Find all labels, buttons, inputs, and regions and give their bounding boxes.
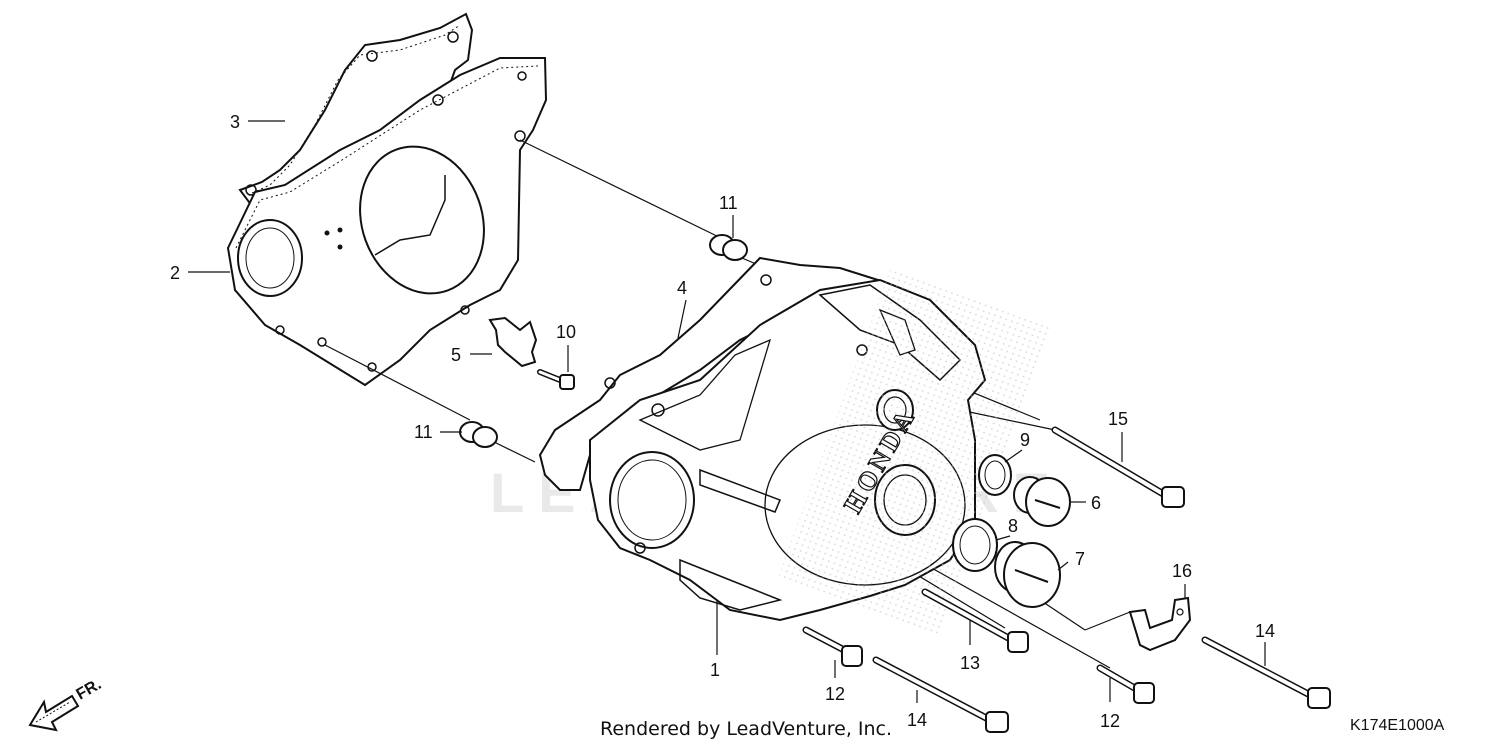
fr-label: FR. (74, 676, 105, 704)
callout-5: 5 (451, 345, 461, 365)
callout-4: 4 (677, 278, 687, 298)
bolt-14-right[interactable] (1201, 636, 1331, 709)
callout-2: 2 (170, 263, 180, 283)
dowel-pin-11-upper[interactable] (709, 234, 748, 261)
leader-lines (188, 120, 1266, 703)
callout-7: 7 (1075, 549, 1085, 569)
clamp-5[interactable] (488, 316, 538, 368)
callout-16: 16 (1172, 561, 1192, 581)
callout-13: 13 (960, 653, 980, 673)
bolt-14-center[interactable] (872, 656, 1009, 733)
cap-7[interactable] (994, 541, 1061, 608)
bracket-16[interactable] (1128, 596, 1192, 652)
callout-15: 15 (1108, 409, 1128, 429)
bolt-10[interactable] (537, 369, 575, 390)
o-ring-9[interactable] (978, 454, 1012, 496)
callout-8: 8 (1008, 516, 1018, 536)
callout-3: 3 (230, 112, 240, 132)
callout-10: 10 (556, 322, 576, 342)
callout-14-right: 14 (1255, 621, 1275, 641)
diagram-code: K174E1000A (1350, 717, 1445, 734)
cap-6[interactable] (1013, 476, 1071, 527)
dowel-pin-11-lower[interactable] (459, 421, 498, 448)
bolt-12-right[interactable] (1096, 664, 1155, 704)
callout-11-upper: 11 (719, 193, 738, 213)
bolt-12-left[interactable] (802, 626, 863, 667)
callout-12-left: 12 (825, 684, 845, 704)
callout-11-lower: 11 (414, 422, 433, 442)
front-direction-arrow: FR. (28, 676, 105, 732)
callout-9: 9 (1020, 430, 1030, 450)
bolt-15[interactable] (1051, 426, 1185, 508)
footer-credit: Rendered by LeadVenture, Inc. (600, 718, 893, 740)
callout-6: 6 (1091, 493, 1101, 513)
bolt-13[interactable] (921, 588, 1029, 653)
callout-12-right: 12 (1100, 711, 1120, 731)
callout-14-center: 14 (907, 710, 927, 730)
callout-1: 1 (710, 660, 720, 680)
